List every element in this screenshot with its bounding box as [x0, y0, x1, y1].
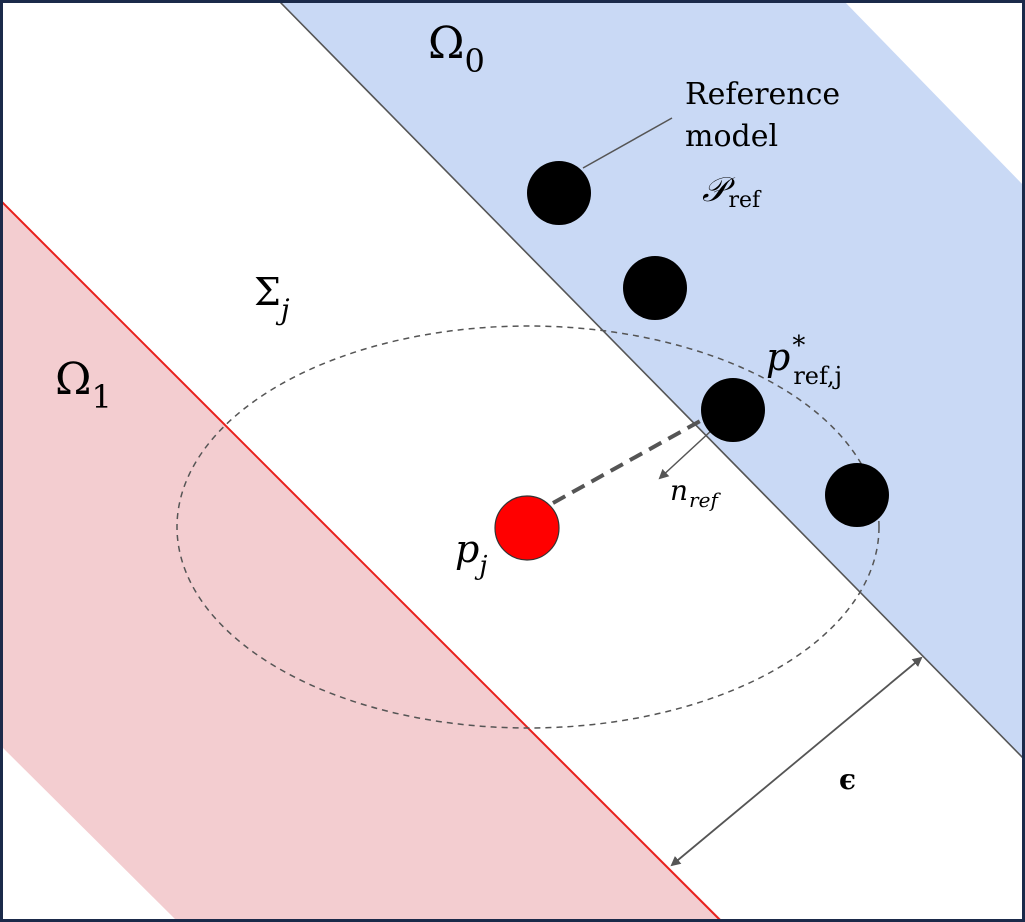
reference-point [623, 256, 687, 320]
normal-arrow [658, 429, 713, 480]
epsilon-label: ϵ [839, 763, 856, 796]
sigma-ellipse [176, 325, 880, 729]
query-point [494, 495, 560, 561]
pj-label: pj [455, 527, 487, 581]
reference-point [825, 463, 889, 527]
reference-point [527, 161, 591, 225]
reference-model-label-line2: model [685, 119, 778, 154]
reference-model-label-line1: Reference [685, 77, 840, 112]
reference-point-closest [701, 378, 765, 442]
omega0-boundary [277, 0, 1025, 761]
omega1-outer-white [0, 745, 178, 922]
omega1-boundary [0, 199, 723, 922]
p-star-ref-label: p*ref,j [766, 331, 842, 390]
normal-label: nref [670, 474, 721, 512]
reference-leader-line [582, 117, 673, 169]
omega1-label: Ω1 [55, 354, 112, 416]
epsilon-arrow [670, 656, 923, 867]
omega0-label: Ω0 [428, 18, 485, 80]
sigma-label: Σj [254, 270, 290, 326]
projection-dashed-line [552, 418, 703, 505]
